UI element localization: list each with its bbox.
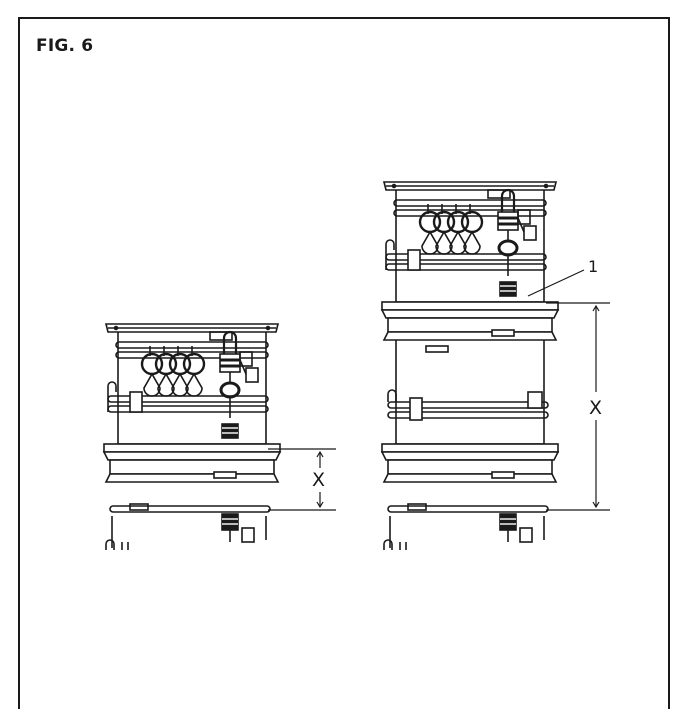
figure-title: FIG. 6: [36, 36, 94, 56]
right-assembly: 1 X: [381, 180, 610, 551]
right-flange-band-lower: [381, 443, 559, 483]
left-upper-module: [104, 322, 280, 446]
left-dimension: [268, 448, 336, 511]
left-lower-module: [105, 503, 271, 551]
figure-frame: [18, 17, 670, 709]
left-dimension-label: X: [312, 469, 325, 491]
right-dimension: [546, 302, 610, 511]
right-flange-band-upper: [381, 301, 559, 341]
right-lower-module: [383, 503, 549, 551]
callout-1-label: 1: [588, 257, 598, 276]
right-middle-module: [387, 340, 549, 450]
left-assembly: X: [103, 322, 336, 551]
right-dimension-label: X: [589, 397, 602, 419]
right-top-module: [382, 180, 558, 304]
callout-leader: [527, 269, 585, 297]
left-flange-band: [103, 443, 281, 483]
